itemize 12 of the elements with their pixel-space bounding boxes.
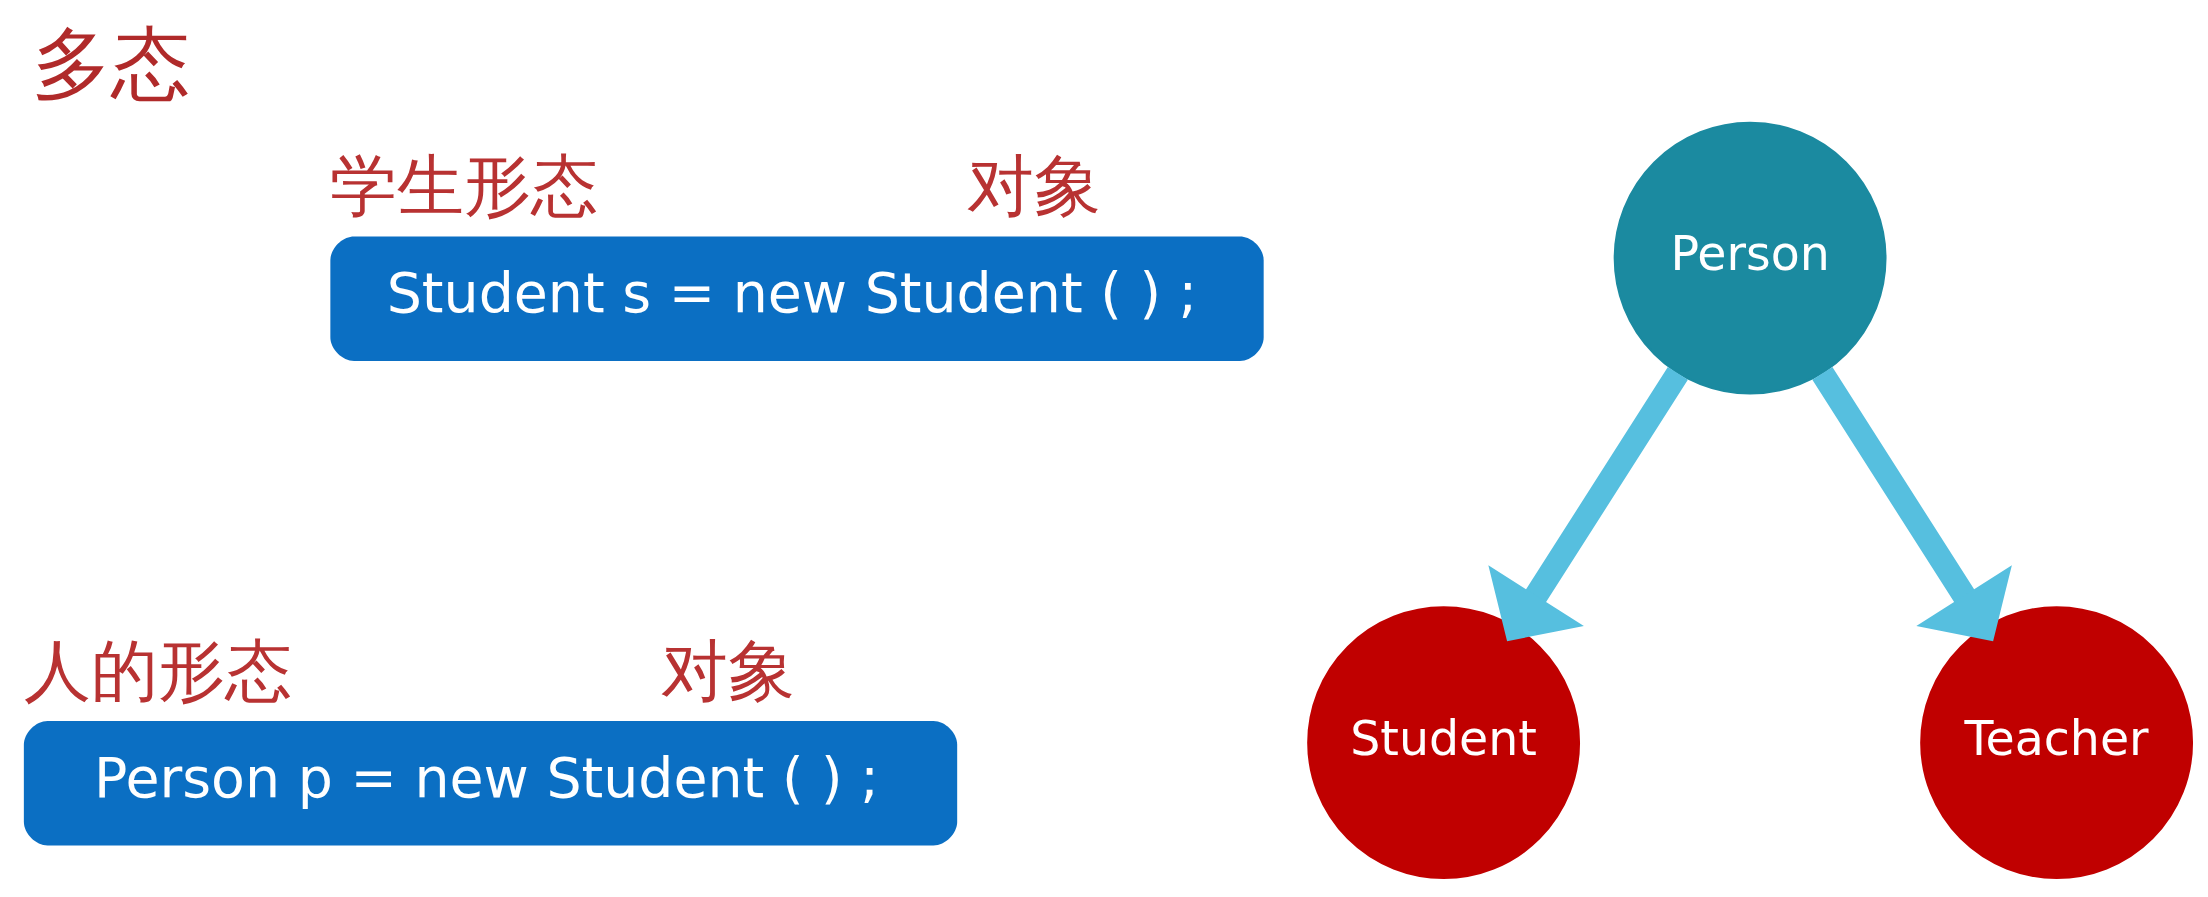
node-label: 人的形态 [23,631,292,710]
node-circle: Student [1307,605,1581,879]
arrow [1812,366,2012,641]
node-box: Person p = new Student ( ) ; [23,720,958,845]
node-circle: Teacher [1920,605,2194,879]
node-label: 对象 [967,146,1102,225]
node-circle: Person [1613,121,1887,395]
arrow [1488,366,1688,641]
diagram-title: 多态 [31,17,190,110]
node-label: 学生形态 [330,146,599,225]
node-box: Student s = new Student ( ) ; [330,235,1264,361]
node-label: 对象 [660,631,795,710]
